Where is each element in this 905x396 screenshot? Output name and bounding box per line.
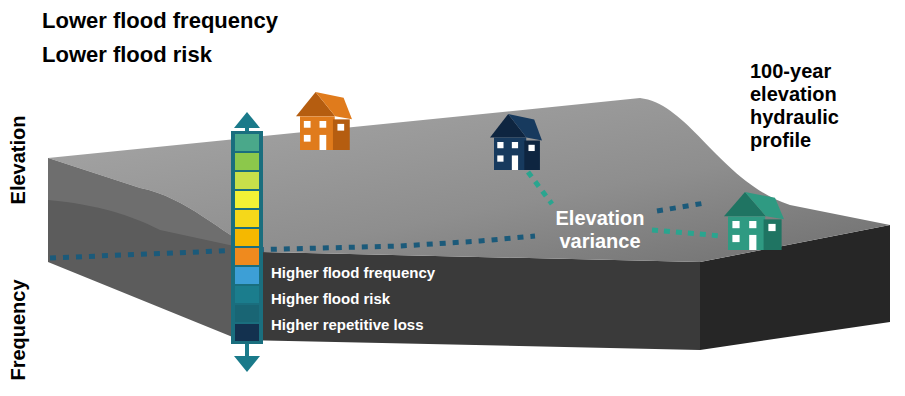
bar-cell [235,172,259,189]
house-icon [724,192,784,250]
hydraulic-profile [657,203,705,211]
variance-label: Elevation variance [544,207,656,253]
bar-note: Higher flood risk [271,290,390,307]
bar-cell [235,286,259,303]
bar-cell [235,305,259,322]
axis-label: Elevation [7,116,30,205]
arrow-down [234,356,260,372]
bar-cell [235,210,259,227]
heading: Lower flood risk [42,42,212,67]
color-bar [231,131,263,344]
bar-cell [235,248,259,265]
variance-line [652,230,722,236]
bar-frame [231,131,263,344]
bar-cell [235,267,259,284]
hydraulic-profile [50,236,535,258]
house-group [296,92,784,250]
front-face [240,252,700,350]
bar-note: Higher flood frequency [271,264,435,281]
bar-cell [235,324,259,341]
bar-note: Higher repetitive loss [271,316,424,333]
profile-label: 100-year elevation hydraulic profile [750,60,900,152]
house-icon [490,114,542,170]
bar-cell [235,153,259,170]
valley-shade [48,158,262,252]
bar-cell [235,229,259,246]
variance-line [528,172,552,204]
bar-cell [235,134,259,151]
house-icon [296,92,352,150]
axis-label: Frequency [7,279,30,380]
heading: Lower flood frequency [42,8,278,33]
arrow-up [234,112,260,128]
bar-cell [235,191,259,208]
